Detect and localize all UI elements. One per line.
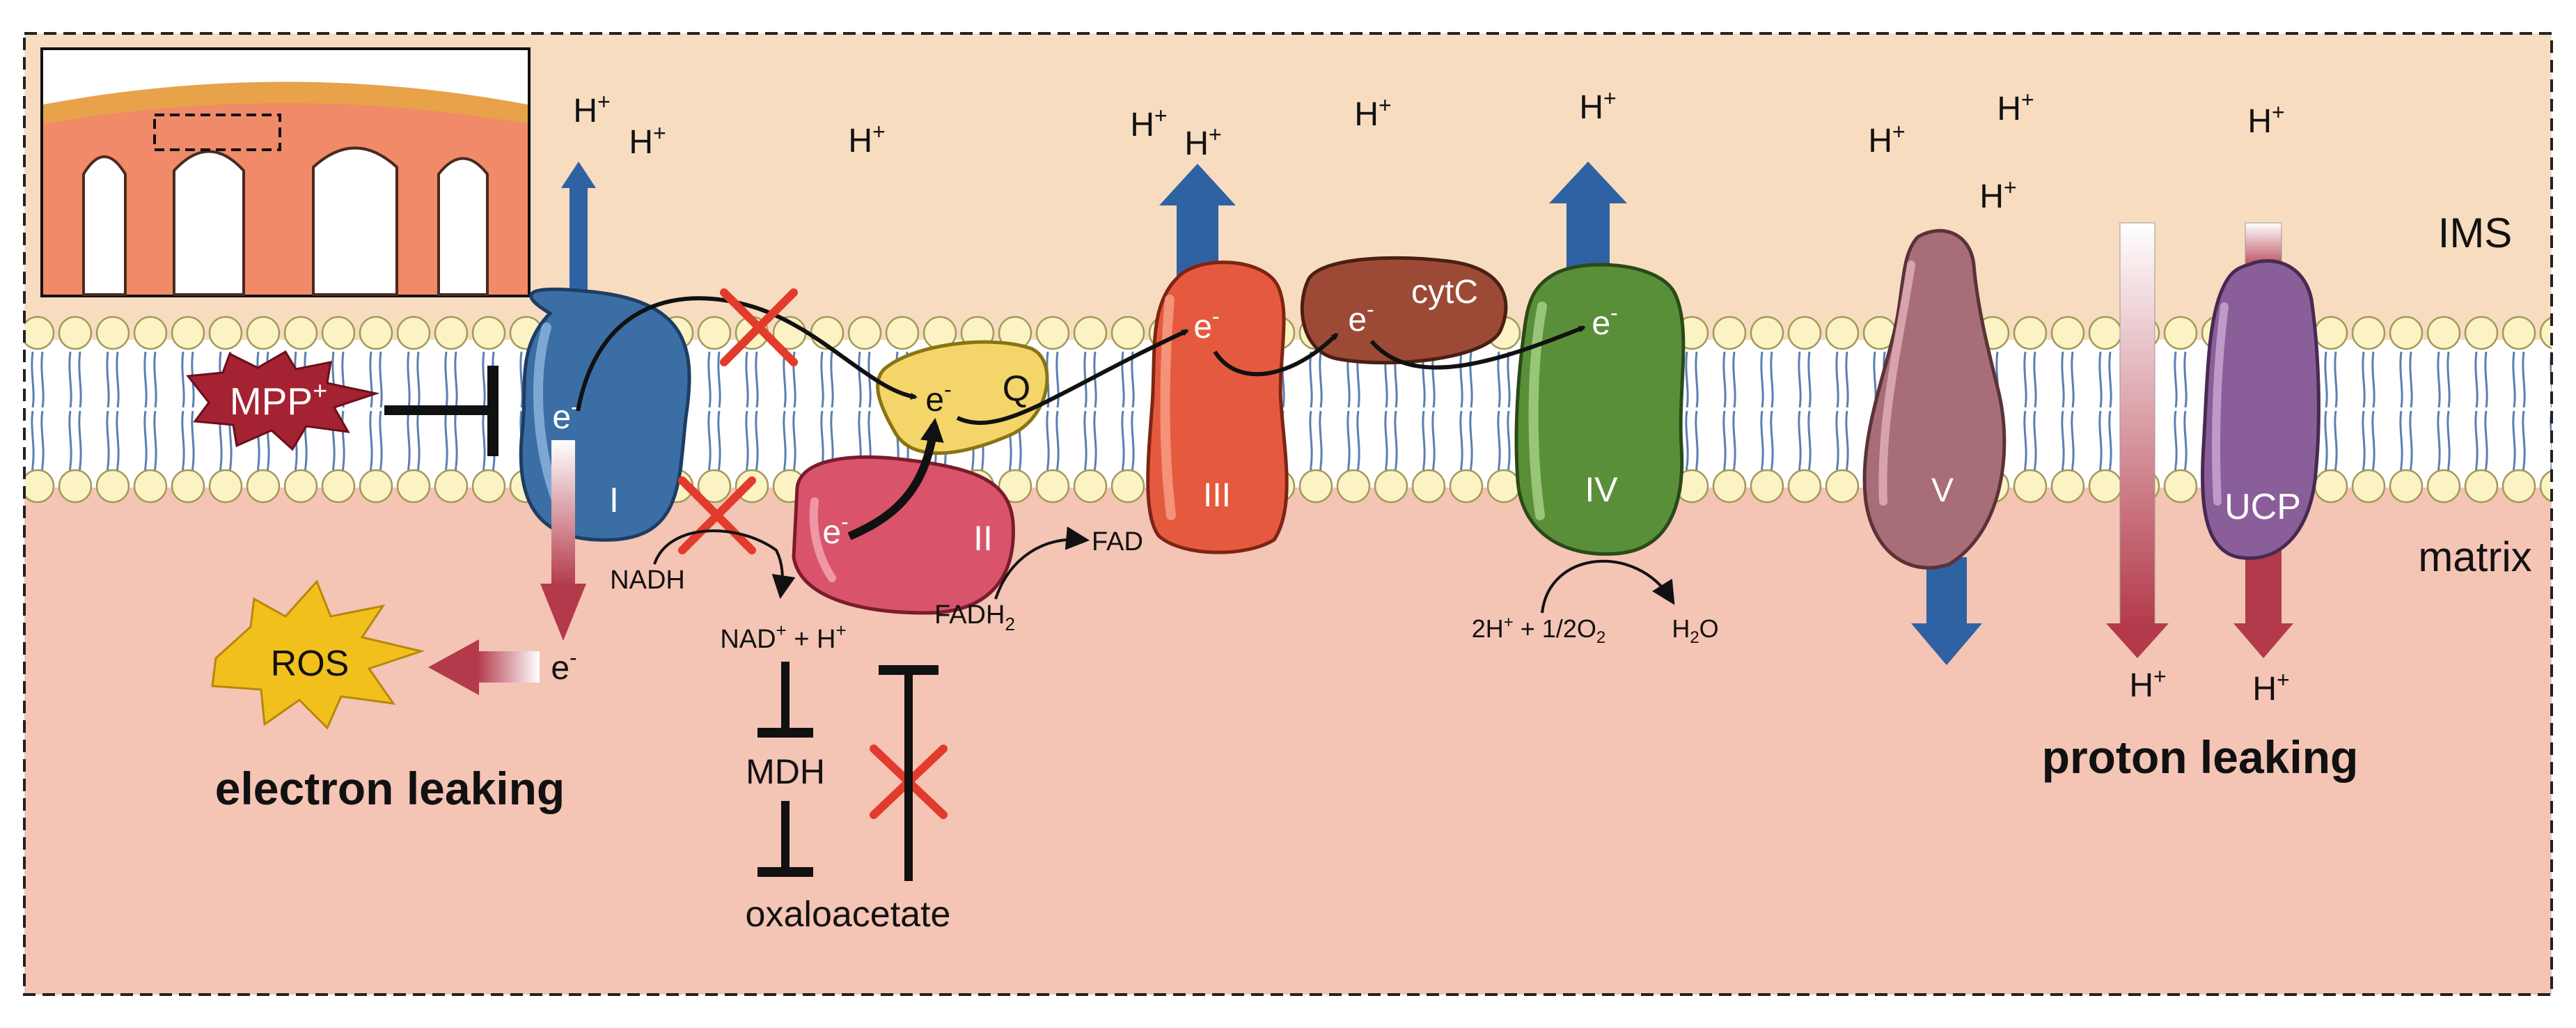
proton-pump-arrow-complex-IV bbox=[1549, 162, 1627, 275]
electron-leak-arrow-left bbox=[428, 639, 540, 695]
electron-leak-arrow-down bbox=[540, 440, 586, 641]
fadh2-oxidation-arrow bbox=[994, 526, 1090, 600]
cytc-label: cytC bbox=[1411, 274, 1478, 311]
mpp-inhibition-bar bbox=[384, 366, 498, 456]
oxaloacetate-label: oxaloacetate bbox=[746, 894, 951, 935]
mdh-inhibition-bottom bbox=[757, 801, 813, 877]
proton-label: H+ bbox=[848, 119, 885, 159]
electron-label-cytc: e- bbox=[1348, 297, 1374, 338]
proton-label: H+ bbox=[1354, 93, 1391, 133]
electron-label-complex-II: e- bbox=[822, 509, 848, 551]
electron-path-III-to-cytc bbox=[1213, 332, 1339, 377]
ucp-label: UCP bbox=[2224, 487, 2301, 527]
proton-label: H+ bbox=[1979, 175, 2016, 215]
electron-label-q: e- bbox=[925, 377, 951, 419]
electron-path-II-to-Q bbox=[847, 417, 944, 540]
ros-burst-icon bbox=[211, 579, 425, 730]
ubiquinone-Q bbox=[876, 340, 1049, 455]
nadh-oxidation-arrow bbox=[653, 529, 796, 600]
mdh-inhibition-top bbox=[757, 662, 813, 738]
proton-label: H+ bbox=[1579, 86, 1616, 126]
complex-V bbox=[1862, 228, 2006, 570]
electron-leaked-label: e- bbox=[551, 645, 576, 687]
electron-path-cytc-to-IV bbox=[1369, 325, 1586, 370]
electron-path-I-to-Q bbox=[576, 296, 918, 412]
ucp-protein bbox=[2200, 258, 2320, 560]
complex-IV-label: IV bbox=[1585, 470, 1618, 509]
electron-label-complex-III: e- bbox=[1193, 304, 1219, 345]
proton-label: H+ bbox=[629, 120, 666, 161]
complex-II bbox=[792, 455, 1015, 615]
fadh2-label: FADH2 bbox=[934, 600, 1015, 634]
proton-leak-arrow bbox=[2106, 222, 2169, 658]
mpp-label: MPP+ bbox=[230, 376, 327, 423]
ros-label: ROS bbox=[271, 644, 350, 684]
complex-V-label: V bbox=[1931, 472, 1954, 509]
water-label: H2O bbox=[1672, 614, 1718, 647]
electron-leaking-caption: electron leaking bbox=[215, 763, 565, 814]
proton-label: H+ bbox=[573, 89, 610, 130]
mpp-burst-icon bbox=[186, 350, 380, 451]
oxaloacetate-inhibition-bar bbox=[879, 665, 938, 881]
matrix-label: matrix bbox=[2418, 534, 2531, 580]
proton-label: H+ bbox=[2129, 664, 2166, 704]
proton-label: H+ bbox=[2247, 100, 2284, 140]
oxygen-reduction-arrow bbox=[1541, 559, 1675, 614]
lipid-heads-outer bbox=[24, 315, 2552, 355]
proton-label: H+ bbox=[1868, 119, 1905, 159]
proton-leaking-caption: proton leaking bbox=[2042, 731, 2359, 783]
ims-label: IMS bbox=[2438, 210, 2513, 256]
mitochondrion-inset bbox=[40, 47, 531, 297]
proton-label: H+ bbox=[1130, 103, 1167, 143]
electron-label-complex-I: e- bbox=[552, 394, 578, 436]
diagram-frame bbox=[23, 32, 2553, 996]
nadh-label: NADH bbox=[610, 566, 685, 595]
inhibited-x-mark-nadh bbox=[678, 476, 756, 554]
q-label: Q bbox=[1003, 368, 1030, 409]
complex-I bbox=[519, 287, 691, 542]
fad-label: FAD bbox=[1092, 527, 1143, 556]
mdh-label: MDH bbox=[746, 752, 825, 791]
complex-III-label: III bbox=[1203, 477, 1231, 514]
proton-label: H+ bbox=[1997, 87, 2034, 127]
complex-I-label: I bbox=[609, 481, 619, 520]
electron-path-Q-to-III bbox=[956, 329, 1189, 426]
nad-label: NAD+ + H+ bbox=[720, 620, 846, 654]
inhibited-x-mark-upper bbox=[720, 288, 798, 366]
proton-label: H+ bbox=[1184, 122, 1221, 162]
proton-label: H+ bbox=[2252, 667, 2289, 708]
electron-label-complex-IV: e- bbox=[1592, 300, 1617, 342]
complex-II-label: II bbox=[973, 519, 993, 558]
oxygen-label: 2H+ + 1/2O2 bbox=[1472, 613, 1605, 647]
proton-pump-arrow-complex-I bbox=[561, 162, 596, 306]
